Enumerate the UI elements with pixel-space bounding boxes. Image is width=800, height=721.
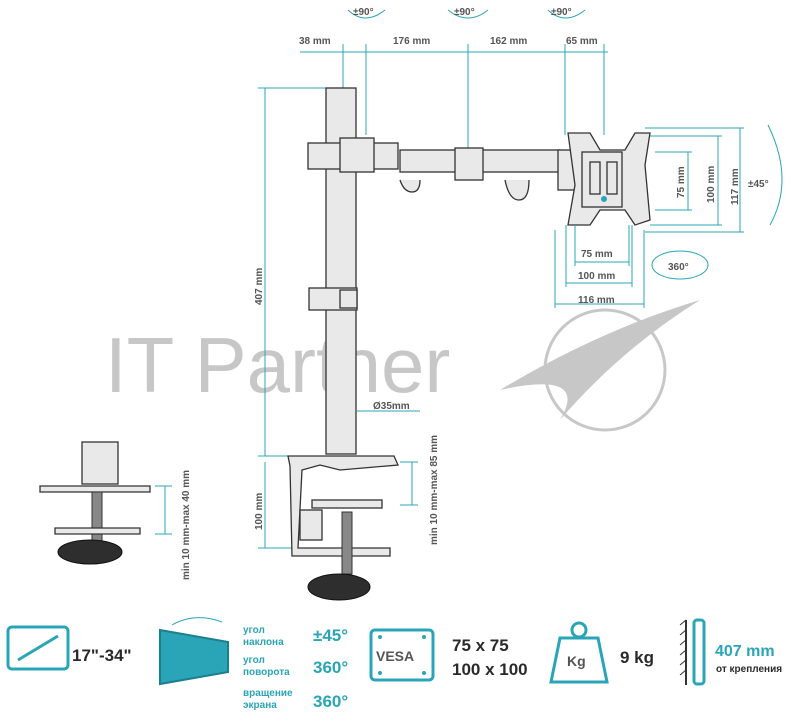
rotation-indicator-2: ±90°: [447, 7, 489, 19]
spec-screen-rot-label: вращение экрана: [243, 688, 293, 711]
spec-rotate-label: угол поворота: [243, 655, 290, 678]
dim-100mm-clamp: 100 mm: [254, 493, 265, 530]
svg-text:±90°: ±90°: [353, 7, 374, 18]
dim-407mm: 407 mm: [254, 268, 265, 305]
tilt-rotate-icon: [159, 617, 229, 686]
dim-vesa-75v: 75 mm: [676, 166, 687, 198]
rotate-indicator: 360°: [651, 250, 709, 280]
top-dimension-lines: [300, 44, 608, 150]
dim-176mm: 176 mm: [393, 36, 430, 47]
vesa-plate: [567, 132, 651, 226]
dim-vesa-75h: 75 mm: [581, 249, 613, 260]
svg-text:360°: 360°: [668, 262, 689, 273]
spec-tilt-label: угол наклона: [243, 625, 284, 648]
svg-text:±90°: ±90°: [551, 7, 572, 18]
watermark-logo-icon: [500, 300, 700, 432]
svg-text:±90°: ±90°: [454, 7, 475, 18]
vesa-vertical-dims: [645, 127, 744, 233]
screen-size-icon: [6, 625, 70, 671]
spec-vesa-100: 100 x 100: [452, 660, 528, 679]
grommet-mount: [39, 441, 151, 565]
desk-clamp: [287, 455, 399, 601]
vesa-icon: [369, 628, 435, 682]
spec-screen-rot-value: 360°: [313, 692, 349, 711]
desk-clamp-dim: [400, 461, 418, 506]
dim-38mm: 38 mm: [299, 36, 331, 47]
dim-vesa-117v: 117 mm: [730, 168, 741, 205]
arm: [307, 137, 585, 201]
dim-65mm: 65 mm: [566, 36, 598, 47]
dim-vesa-116h: 116 mm: [578, 295, 615, 306]
grommet-dim: [155, 485, 172, 535]
spec-weight: 9 kg: [620, 648, 655, 667]
rotation-indicator-1: ±90°: [347, 7, 386, 19]
spec-tilt-value: ±45°: [313, 626, 349, 645]
vesa-badge: VESA: [376, 648, 415, 664]
dim-clamp-desk: min 10 mm-max 85 mm: [429, 435, 440, 545]
rotation-indicator-3: ±90°: [547, 7, 586, 19]
dim-grommet-desk: min 10 mm-max 40 mm: [181, 470, 192, 580]
svg-text:±45°: ±45°: [748, 179, 769, 190]
dim-vesa-100h: 100 mm: [578, 271, 615, 282]
watermark-text: IT Partner: [105, 321, 450, 409]
dim-vesa-100v: 100 mm: [706, 166, 717, 203]
spec-screen-size: 17"-34": [72, 646, 132, 665]
spec-vesa-75: 75 x 75: [452, 636, 509, 655]
wall-height-icon: [679, 618, 706, 686]
weight-badge: Kg: [567, 653, 586, 669]
tilt-indicator: ±45°: [748, 124, 783, 226]
weight-icon: [549, 621, 609, 684]
dim-162mm: 162 mm: [490, 36, 527, 47]
spec-height: 407 mm: [715, 643, 775, 660]
dim-pole-diameter: Ø35mm: [373, 401, 410, 412]
spec-height-label: от крепления: [716, 664, 783, 675]
spec-rotate-value: 360°: [313, 658, 349, 677]
vesa-horizontal-dims: [554, 225, 645, 308]
